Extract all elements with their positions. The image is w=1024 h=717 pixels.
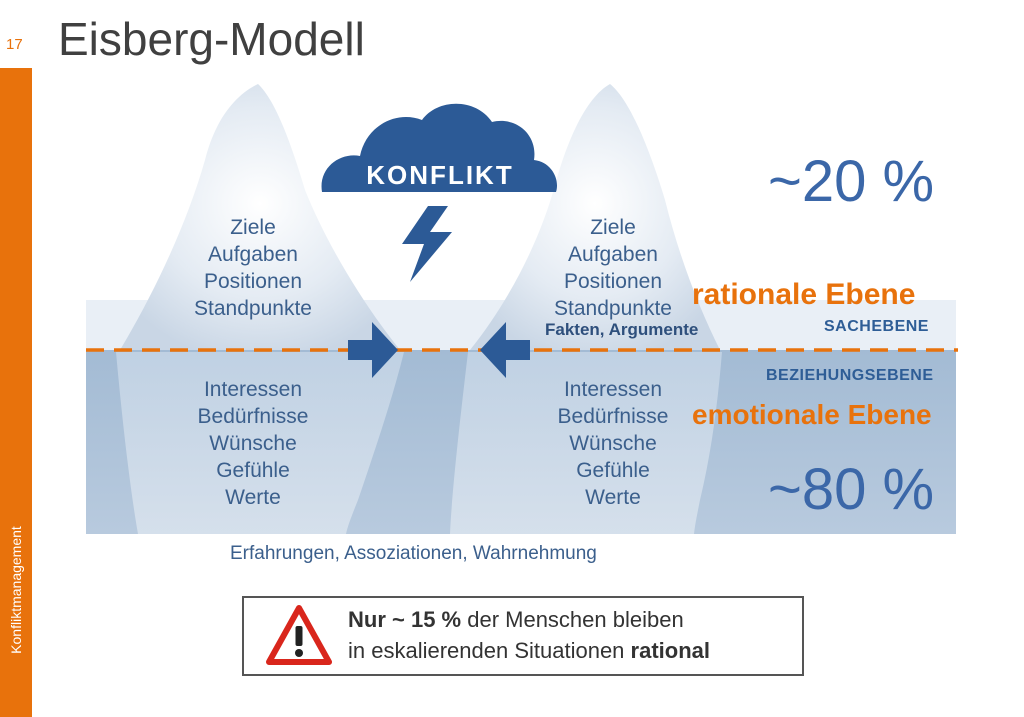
cloud-label: KONFLIKT — [366, 160, 513, 190]
rational-level-label: rationale Ebene — [692, 278, 916, 311]
lightning-icon — [402, 206, 452, 282]
cloud-icon: KONFLIKT — [321, 103, 558, 192]
upper-left-items: Ziele Aufgaben Positionen Standpunkte — [194, 216, 312, 320]
arrow-left-icon — [480, 322, 530, 378]
upper-right-items: Ziele Aufgaben Positionen Standpunkte — [554, 216, 672, 320]
page-number: 17 — [6, 36, 23, 53]
warning-text: Nur ~ 15 % der Menschen bleiben in eskal… — [348, 607, 710, 663]
iceberg-left-bottom — [116, 352, 404, 534]
emotional-level-label: emotionale Ebene — [692, 399, 932, 430]
lower-right-items: Interessen Bedürfnisse Wünsche Gefühle W… — [557, 378, 669, 509]
percent-bottom: ~80 % — [768, 457, 935, 522]
beziehungsebene-label: BEZIEHUNGSEBENE — [766, 367, 934, 384]
arrow-right-icon — [348, 322, 398, 378]
slide-title: Eisberg-Modell — [58, 13, 365, 65]
sachebene-label: SACHEBENE — [824, 318, 929, 335]
bottom-caption: Erfahrungen, Assoziationen, Wahrnehmung — [230, 543, 597, 564]
facts-label: Fakten, Argumente — [545, 320, 699, 339]
lower-left-items: Interessen Bedürfnisse Wünsche Gefühle W… — [197, 378, 309, 509]
warning-icon — [266, 605, 332, 665]
iceberg-right-top — [470, 84, 720, 350]
percent-top: ~20 % — [768, 149, 935, 214]
iceberg-right-bottom — [450, 352, 722, 534]
warning-box: Nur ~ 15 % der Menschen bleiben in eskal… — [242, 596, 804, 676]
side-accent-bar — [0, 68, 32, 717]
iceberg-left-top — [120, 84, 400, 350]
